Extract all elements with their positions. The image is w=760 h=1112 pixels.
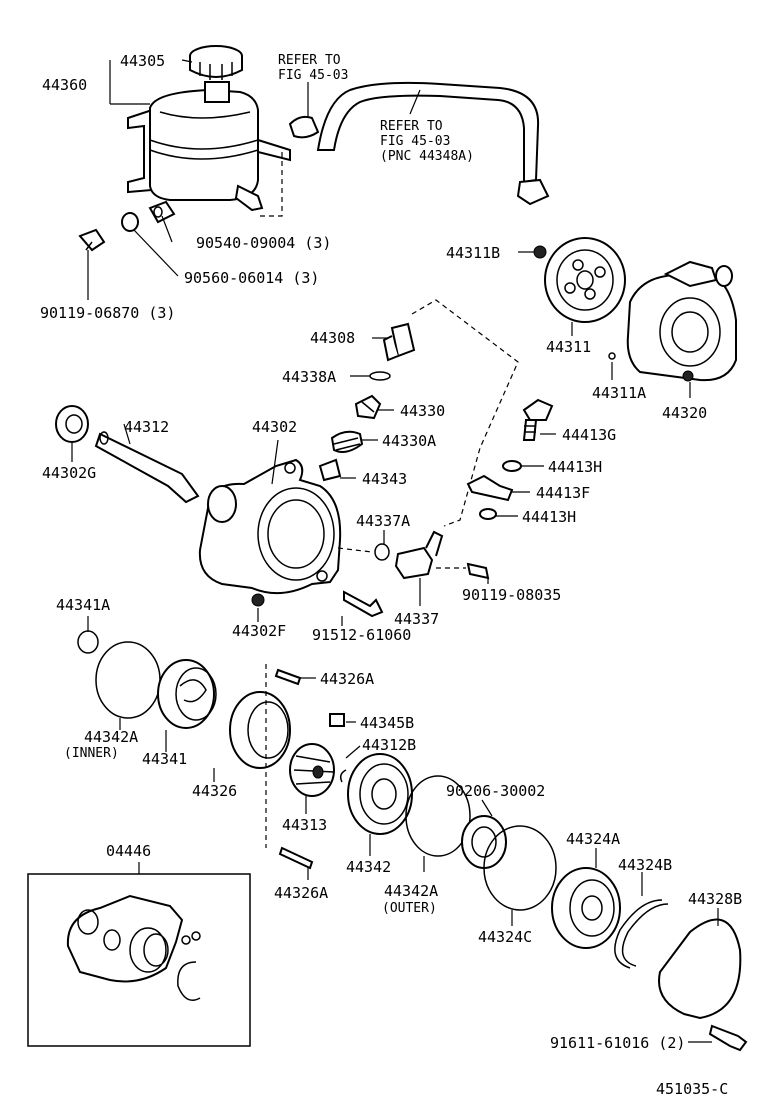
label-refer-to-1: REFER TO — [278, 53, 341, 68]
label-04446: 04446 — [106, 842, 151, 860]
kit-04446-box — [27, 862, 251, 1047]
label-44342a-inner: 44342A — [84, 728, 138, 746]
label-44311: 44311 — [546, 338, 591, 356]
callout-labels: 44360 44305 REFER TO FIG 45-03 REFER TO … — [40, 52, 742, 1098]
figure-code: 451035-C — [656, 1080, 728, 1098]
label-pnc-44348a: (PNC 44348A) — [380, 149, 474, 164]
label-44328b: 44328B — [688, 890, 742, 908]
label-44313: 44313 — [282, 816, 327, 834]
label-44337: 44337 — [394, 610, 439, 628]
label-90206-30002: 90206-30002 — [446, 782, 545, 800]
label-44413f: 44413F — [536, 484, 590, 502]
label-44311a: 44311A — [592, 384, 646, 402]
label-44338a: 44338A — [282, 368, 336, 386]
label-fig-45-03-2: FIG 45-03 — [380, 134, 450, 149]
label-44343: 44343 — [362, 470, 407, 488]
label-44324a: 44324A — [566, 830, 620, 848]
label-44337a: 44337A — [356, 512, 410, 530]
label-91512-61060: 91512-61060 — [312, 626, 411, 644]
label-44326a-1: 44326A — [320, 670, 374, 688]
label-44341: 44341 — [142, 750, 187, 768]
valve-stack — [318, 299, 519, 527]
pulley-group — [533, 237, 737, 382]
label-44330: 44330 — [400, 402, 445, 420]
reservoir-group — [78, 45, 550, 252]
pump-body — [198, 458, 490, 618]
label-44342: 44342 — [346, 858, 391, 876]
label-90119-06870: 90119-06870 (3) — [40, 304, 175, 322]
label-90540-09004: 90540-09004 (3) — [196, 234, 331, 252]
label-90560-06014: 90560-06014 (3) — [184, 269, 319, 287]
label-90119-08035: 90119-08035 — [462, 586, 561, 604]
label-outer: (OUTER) — [382, 901, 437, 916]
label-44302f: 44302F — [232, 622, 286, 640]
label-44324b: 44324B — [618, 856, 672, 874]
label-91611-61016: 91611-61016 (2) — [550, 1034, 685, 1052]
label-44320: 44320 — [662, 404, 707, 422]
label-44312b: 44312B — [362, 736, 416, 754]
label-refer-to-2: REFER TO — [380, 119, 443, 134]
label-fig-45-03-1: FIG 45-03 — [278, 68, 348, 83]
label-44342a-outer: 44342A — [384, 882, 438, 900]
label-44326a-2: 44326A — [274, 884, 328, 902]
label-44413g: 44413G — [562, 426, 616, 444]
label-44308: 44308 — [310, 329, 355, 347]
label-44345b: 44345B — [360, 714, 414, 732]
label-44302: 44302 — [252, 418, 297, 436]
label-44326: 44326 — [192, 782, 237, 800]
cartridge-parts — [77, 630, 748, 1052]
label-inner: (INNER) — [64, 746, 119, 761]
label-44302g: 44302G — [42, 464, 96, 482]
label-44311b: 44311B — [446, 244, 500, 262]
label-44413h-1: 44413H — [548, 458, 602, 476]
label-44330a: 44330A — [382, 432, 436, 450]
leader-lines — [71, 59, 719, 1043]
label-44324c: 44324C — [478, 928, 532, 946]
label-44305: 44305 — [120, 52, 165, 70]
label-44360: 44360 — [42, 76, 87, 94]
label-44341a: 44341A — [56, 596, 110, 614]
label-44312: 44312 — [124, 418, 169, 436]
bracket-stack — [466, 398, 554, 520]
shaft-group — [55, 405, 200, 504]
label-44413h-2: 44413H — [522, 508, 576, 526]
